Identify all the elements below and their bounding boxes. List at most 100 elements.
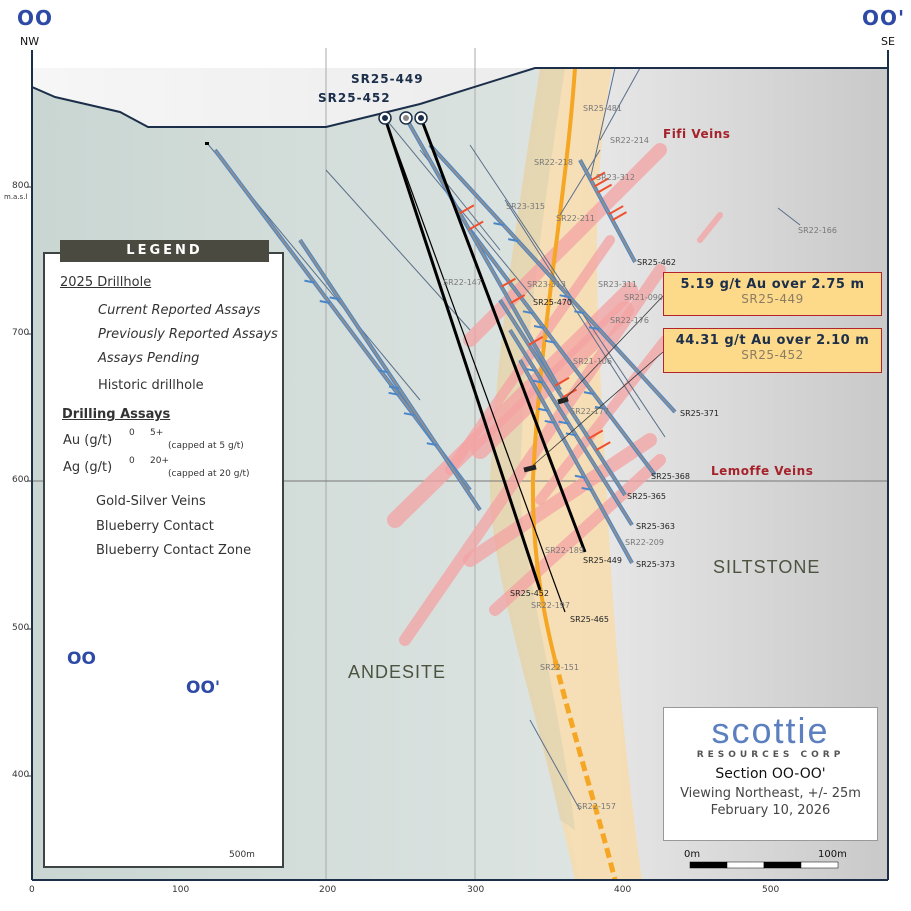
drillhole <box>519 359 633 564</box>
ag-assay-bar <box>525 367 536 372</box>
callout-hole: SR25-452 <box>741 348 804 362</box>
ag-assay-bar <box>537 407 549 412</box>
drillhole-label[interactable]: SR22-197 <box>531 601 570 610</box>
company-logo: scottie <box>711 710 830 751</box>
ag-assay-bar <box>574 474 586 479</box>
collar-dot <box>418 115 424 121</box>
drillhole-label[interactable]: SR25-363 <box>636 522 675 531</box>
historic-drillhole <box>589 67 616 181</box>
legend-ag-min: 0 <box>129 456 135 466</box>
drillhole-label[interactable]: SR23-315 <box>506 202 545 211</box>
gold-silver-vein <box>463 433 657 567</box>
drillhole-label[interactable]: SR22-209 <box>625 538 664 547</box>
au-assay-bar <box>459 204 475 215</box>
callout-grade: 44.31 g/t Au over 2.10 m <box>675 333 870 348</box>
drillhole-label[interactable]: SR22-177 <box>570 407 609 416</box>
au-assay-bar <box>593 177 609 188</box>
scale-bar-segment <box>689 861 728 869</box>
y-tick: 600 <box>12 475 30 485</box>
north-letter: N <box>258 835 262 841</box>
historic-collar <box>205 142 209 145</box>
legend-assays-heading: Drilling Assays <box>62 407 171 422</box>
y-tick: 700 <box>12 328 30 338</box>
legend-title: LEGEND <box>60 240 269 262</box>
callout-hole: SR25-449 <box>741 292 804 306</box>
x-tick: 400 <box>614 885 632 895</box>
hole-label-sr25-452[interactable]: SR25-452 <box>318 91 391 105</box>
drillhole-label[interactable]: SR22-218 <box>534 158 573 167</box>
ag-assay-bar <box>319 300 330 304</box>
legend-ag: Ag (g/t) <box>63 460 113 475</box>
legend-panel <box>43 252 284 868</box>
inset-oo-label: OO <box>67 649 96 669</box>
drillhole-label[interactable]: SR25-373 <box>636 560 675 569</box>
legend-ag-note: (capped at 20 g/t) <box>168 469 250 479</box>
title-block: scottie RESOURCES CORP Section OO-OO' Vi… <box>663 707 878 841</box>
gold-silver-vein <box>697 212 723 243</box>
drillhole-label[interactable]: SR25-452 <box>510 589 549 598</box>
drillhole-label[interactable]: SR22-214 <box>610 136 649 145</box>
drillhole-label[interactable]: SR22-211 <box>556 214 595 223</box>
au-assay-bar <box>528 335 544 346</box>
drillhole-label[interactable]: SR23-312 <box>596 173 635 182</box>
ag-assay-bar <box>388 391 399 396</box>
historic-drillhole <box>599 67 641 141</box>
assay-callout-sr25-452: 44.31 g/t Au over 2.10 m SR25-452 <box>663 328 882 373</box>
drillhole-label[interactable]: SR22-147 <box>443 278 482 287</box>
drillhole-label[interactable]: SR25-449 <box>583 556 622 565</box>
callout-leader <box>529 351 664 469</box>
drillhole-label[interactable]: SR23-311 <box>598 280 637 289</box>
au-assay-bar <box>468 220 484 231</box>
drillhole-label[interactable]: SR25-371 <box>680 409 719 418</box>
siltstone-label: SILTSTONE <box>713 557 821 577</box>
ag-assay-bar <box>378 369 389 374</box>
drillhole-sr25-452 <box>383 117 542 591</box>
au-assay-bar <box>608 205 624 215</box>
legend-drillhole-heading: 2025 Drillhole <box>60 275 152 290</box>
scale-bar-segment <box>800 861 839 869</box>
historic-drillhole <box>529 719 581 811</box>
hole-label-sr25-449[interactable]: SR25-449 <box>351 72 424 86</box>
drillhole-label[interactable]: SR25-462 <box>637 258 676 267</box>
assay-callout-sr25-449: 5.19 g/t Au over 2.75 m SR25-449 <box>663 272 882 316</box>
drillhole-label[interactable]: SR22-157 <box>577 802 616 811</box>
ag-assay-bar <box>544 419 555 424</box>
inset-oo-prime-label: OO' <box>186 678 221 698</box>
drillhole-label[interactable]: SR22-189 <box>545 546 584 555</box>
section-start-label: OO <box>17 6 54 30</box>
drillhole-label[interactable]: SR21-106 <box>573 357 612 366</box>
drillhole-label[interactable]: SR25-465 <box>570 615 609 624</box>
scale-bar-max: 100m <box>818 849 847 860</box>
x-tick: 200 <box>319 885 337 895</box>
inset-scale-label: 500m <box>229 850 255 860</box>
gold-silver-vein <box>535 335 670 505</box>
drillhole-label[interactable]: SR25-481 <box>583 104 622 113</box>
ag-assay-bar <box>574 310 585 315</box>
ag-assay-bar <box>583 391 595 396</box>
drillhole-sr25-449 <box>419 117 587 553</box>
drillhole-label[interactable]: SR22-176 <box>610 316 649 325</box>
contact-zone-andesite-side <box>489 68 575 830</box>
legend-au-note: (capped at 5 g/t) <box>168 441 244 451</box>
au-assay-bar <box>500 277 516 288</box>
intercept-sr25-452 <box>523 464 537 473</box>
drillhole-label[interactable]: SR25-368 <box>651 472 690 481</box>
direction-nw: NW <box>20 35 40 48</box>
x-tick: 300 <box>467 885 485 895</box>
gold-silver-vein <box>463 143 667 347</box>
legend-contact: Blueberry Contact <box>96 519 214 534</box>
drillhole-label[interactable]: SR22-166 <box>798 226 837 235</box>
y-tick: 500 <box>12 623 30 633</box>
fifi-veins-label: Fifi Veins <box>663 127 731 141</box>
drillhole-label[interactable]: SR23-313 <box>527 280 566 289</box>
scale-bar-min: 0m <box>684 849 701 860</box>
drillhole-label[interactable]: SR22-151 <box>540 663 579 672</box>
ag-assay-bar <box>508 238 519 243</box>
au-assay-bar <box>510 294 526 304</box>
legend-ag-max: 20+ <box>150 456 169 466</box>
drillhole-label[interactable]: SR21-090 <box>624 293 663 302</box>
ag-assay-bar <box>594 405 606 410</box>
collar-dot <box>382 115 388 121</box>
drillhole-label[interactable]: SR25-470 <box>533 298 572 307</box>
drillhole-label[interactable]: SR25-365 <box>627 492 666 501</box>
